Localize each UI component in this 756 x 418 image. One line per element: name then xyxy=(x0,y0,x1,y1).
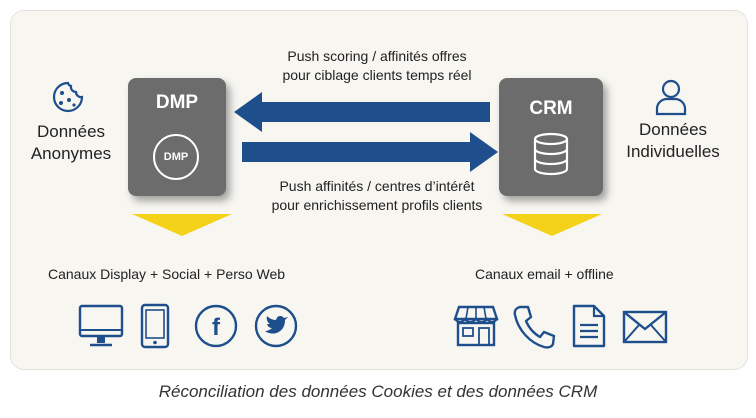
facebook-icon: f xyxy=(194,304,238,348)
top-arrow-line1: Push scoring / affinités offres xyxy=(287,48,467,64)
dmp-badge: DMP xyxy=(153,134,199,180)
desktop-icon xyxy=(78,304,124,347)
user-icon xyxy=(655,79,687,116)
document-icon xyxy=(572,304,606,348)
channels-right-label: Canaux email + offline xyxy=(475,266,614,282)
tablet-icon xyxy=(140,303,170,349)
bottom-arrow-line1: Push affinités / centres d’intérêt xyxy=(279,178,475,194)
dmp-funnel xyxy=(132,214,232,236)
anonymous-data-label: Données Anonymes xyxy=(18,121,124,165)
crm-box: CRM xyxy=(499,78,603,196)
crm-funnel xyxy=(502,214,602,236)
individual-data-label: Données Individuelles xyxy=(616,119,730,163)
crm-title: CRM xyxy=(529,98,573,119)
individual-data-line1: Données xyxy=(638,120,708,139)
arrow-dmp-to-crm xyxy=(242,132,498,172)
channels-left-label: Canaux Display + Social + Perso Web xyxy=(48,266,286,282)
dmp-badge-text: DMP xyxy=(163,151,189,163)
cookie-icon xyxy=(52,81,84,113)
store-icon xyxy=(453,305,499,347)
bottom-arrow-label: Push affinités / centres d’intérêt pour … xyxy=(236,177,518,215)
anonymous-data-line1: Données xyxy=(36,122,106,141)
mail-icon xyxy=(622,310,668,344)
database-icon xyxy=(533,132,569,176)
twitter-icon xyxy=(254,304,298,348)
figure-caption: Réconciliation des données Cookies et de… xyxy=(158,382,598,401)
svg-text:f: f xyxy=(212,314,221,341)
arrow-crm-to-dmp xyxy=(234,92,490,132)
individual-data-line2: Individuelles xyxy=(626,142,720,161)
dmp-box: DMP DMP xyxy=(128,78,226,196)
top-arrow-label: Push scoring / affinités offres pour cib… xyxy=(236,47,518,85)
dmp-title: DMP xyxy=(155,92,199,113)
top-arrow-line2: pour ciblage clients temps réel xyxy=(282,67,472,83)
bottom-arrow-line2: pour enrichissement profils clients xyxy=(271,197,483,213)
anonymous-data-line2: Anonymes xyxy=(30,144,112,163)
phone-icon xyxy=(513,305,556,349)
